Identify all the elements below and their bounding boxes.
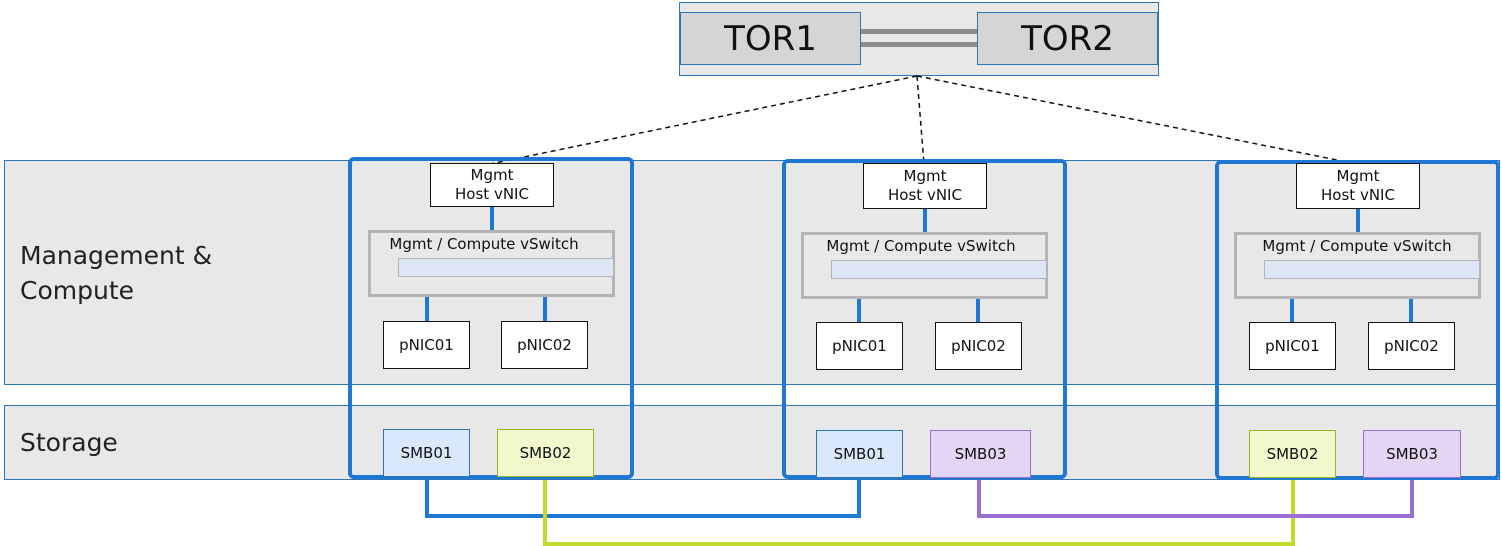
vnic-label-line1: Mgmt xyxy=(1336,167,1380,185)
vnic-connector xyxy=(1356,209,1360,232)
uplink-node3 xyxy=(916,75,1358,165)
pnic02: pNIC02 xyxy=(1368,322,1455,370)
pnic02-connector xyxy=(976,299,980,322)
management-label-line2: Compute xyxy=(20,276,135,305)
tor2-switch: TOR2 xyxy=(977,12,1158,65)
host-node-1 xyxy=(348,157,634,479)
storage-label: Storage xyxy=(20,428,118,457)
vnic-connector xyxy=(923,209,927,232)
smb02-adapter: SMB02 xyxy=(497,429,594,477)
vswitch-label: Mgmt / Compute vSwitch xyxy=(1262,237,1452,255)
tor-interlink-bottom xyxy=(860,42,978,47)
vnic-label-line1: Mgmt xyxy=(903,167,947,185)
tor1-switch: TOR1 xyxy=(680,12,861,65)
vnic-label-line2: Host vNIC xyxy=(1321,186,1395,204)
uplink-node1 xyxy=(489,75,918,165)
vswitch-label: Mgmt / Compute vSwitch xyxy=(389,235,579,253)
pnic01-connector xyxy=(857,299,861,322)
smb03-adapter: SMB03 xyxy=(930,430,1031,478)
host-node-3 xyxy=(1215,160,1500,480)
vnic-connector xyxy=(490,207,494,230)
vnic-label-line1: Mgmt xyxy=(470,166,514,184)
pnic02: pNIC02 xyxy=(935,322,1022,370)
management-compute-label: Management & Compute xyxy=(20,238,320,308)
vswitch-label: Mgmt / Compute vSwitch xyxy=(826,237,1016,255)
smb01-adapter: SMB01 xyxy=(383,429,470,477)
tor-interlink-top xyxy=(860,29,978,34)
smb02-adapter: SMB02 xyxy=(1249,430,1336,478)
mgmt-host-vnic: Mgmt Host vNIC xyxy=(430,163,554,207)
mgmt-host-vnic: Mgmt Host vNIC xyxy=(863,163,987,209)
uplink-node2 xyxy=(916,75,925,165)
vswitch-port-bar xyxy=(831,260,1047,279)
vswitch-port-bar xyxy=(1264,260,1480,279)
smb01-adapter: SMB01 xyxy=(816,430,903,478)
mgmt-host-vnic: Mgmt Host vNIC xyxy=(1296,163,1420,209)
pnic01: pNIC01 xyxy=(816,322,903,370)
smb02-link xyxy=(543,476,1295,546)
pnic01: pNIC01 xyxy=(1249,322,1336,370)
smb03-link xyxy=(977,476,1414,518)
vswitch-port-bar xyxy=(398,258,614,277)
vnic-label-line2: Host vNIC xyxy=(455,185,529,203)
pnic01-connector xyxy=(1290,299,1294,322)
smb01-link xyxy=(425,476,861,518)
host-node-2 xyxy=(782,159,1067,479)
pnic02: pNIC02 xyxy=(501,321,588,369)
pnic01-connector xyxy=(425,297,429,321)
vnic-label-line2: Host vNIC xyxy=(888,186,962,204)
pnic02-connector xyxy=(543,297,547,321)
smb03-adapter: SMB03 xyxy=(1363,430,1461,478)
pnic01: pNIC01 xyxy=(383,321,470,369)
pnic02-connector xyxy=(1409,299,1413,322)
management-label-line1: Management & xyxy=(20,241,213,270)
